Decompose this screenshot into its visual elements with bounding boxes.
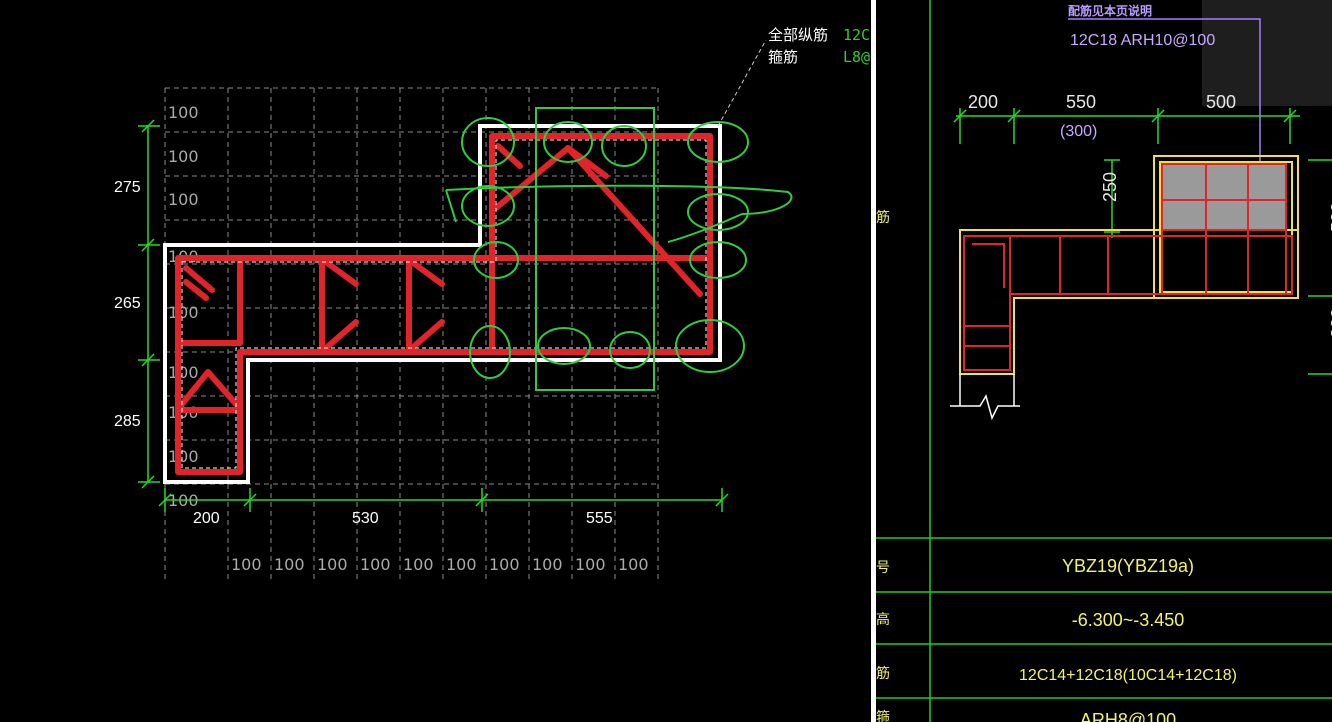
detail-dimension-300-right: 300: [1328, 308, 1332, 338]
callout-rebar-spec: 12C18 ARH10@100: [1070, 32, 1215, 49]
pane-divider[interactable]: [871, 0, 876, 722]
detail-dimension-500-right: 500: [1328, 202, 1332, 232]
grid-label: 100: [168, 303, 199, 322]
dimension-555: 555: [586, 510, 613, 527]
table-label-stirrup: 箍: [876, 709, 890, 722]
dimension-lines-vertical: [138, 119, 160, 489]
grid-label: 100: [168, 447, 199, 466]
detail-dimension-250: 250: [1100, 172, 1120, 202]
callout-leader: [717, 39, 767, 127]
grid-label: 100: [489, 555, 520, 574]
table-value-stirrup: ARH8@100: [1080, 710, 1176, 722]
table-label-rebar: 筋: [876, 665, 890, 681]
grid-label: 100: [168, 103, 199, 122]
detail-dimension-300: (300): [1060, 123, 1097, 140]
rebar-cage[interactable]: [175, 133, 713, 475]
grid-label: 100: [317, 555, 348, 574]
dimension-275: 275: [114, 179, 141, 196]
grid-label: 100: [168, 147, 199, 166]
callout-title: 配筋见本页说明: [1068, 3, 1152, 18]
callout-stirrup-label: 箍筋: [768, 48, 798, 66]
column-section-outline[interactable]: [163, 124, 722, 484]
callout-leader-line: [1068, 18, 1261, 178]
markup-circles[interactable]: [445, 117, 793, 379]
callout-longitudinal-value: 12C: [843, 26, 870, 44]
right-dimension-lines: [953, 108, 1332, 375]
table-label-number: 号: [876, 559, 890, 575]
callout-longitudinal-label: 全部纵筋: [768, 26, 828, 44]
table-label-height: 高: [876, 611, 890, 627]
detail-dimension-550: 550: [1066, 92, 1096, 112]
detail-dimension-500: 500: [1206, 92, 1236, 112]
grid-label: 100: [360, 555, 391, 574]
left-section-drawing: 100 100 100 100 100 100 100 100 100 100 …: [114, 26, 870, 580]
table-value-height: -6.300~-3.450: [1072, 610, 1185, 630]
dimension-lines-horizontal: [158, 488, 729, 512]
grid-label: 100: [618, 555, 649, 574]
detail-table-grid: [876, 537, 1332, 699]
grid-label: 100: [575, 555, 606, 574]
detail-dimension-200: 200: [968, 92, 998, 112]
added-column-fill: [1162, 164, 1286, 230]
grid-label: 100: [168, 363, 199, 382]
callout-stirrup-value: L8@: [843, 48, 870, 66]
markup-rectangle[interactable]: [535, 107, 655, 391]
grid-labels-horizontal: 100 100 100 100 100 100 100 100 100 100: [231, 555, 649, 574]
detail-rebar[interactable]: [963, 163, 1293, 371]
table-value-number: YBZ19(YBZ19a): [1062, 556, 1194, 576]
grid-label: 100: [274, 555, 305, 574]
dimension-285: 285: [114, 413, 141, 430]
grid-label: 100: [446, 555, 477, 574]
side-label: 筋: [876, 209, 890, 225]
grid-label: 100: [403, 555, 434, 574]
grid-label: 100: [168, 190, 199, 209]
cover-line: [181, 139, 707, 469]
table-value-rebar: 12C14+12C18(10C14+12C18): [1019, 667, 1237, 684]
break-line-symbol: [950, 394, 1020, 421]
dimension-200: 200: [193, 510, 220, 527]
grid-label: 100: [231, 555, 262, 574]
grid-label: 100: [532, 555, 563, 574]
overlay-panel: [1202, 0, 1332, 106]
grid-labels-vertical: 100 100 100 100 100 100 100 100 100: [168, 103, 199, 510]
dimension-530: 530: [352, 510, 379, 527]
right-detail-drawing: 配筋见本页说明 12C18 ARH10@100 200 550 500 (300…: [876, 0, 1332, 722]
dimension-265: 265: [114, 295, 141, 312]
